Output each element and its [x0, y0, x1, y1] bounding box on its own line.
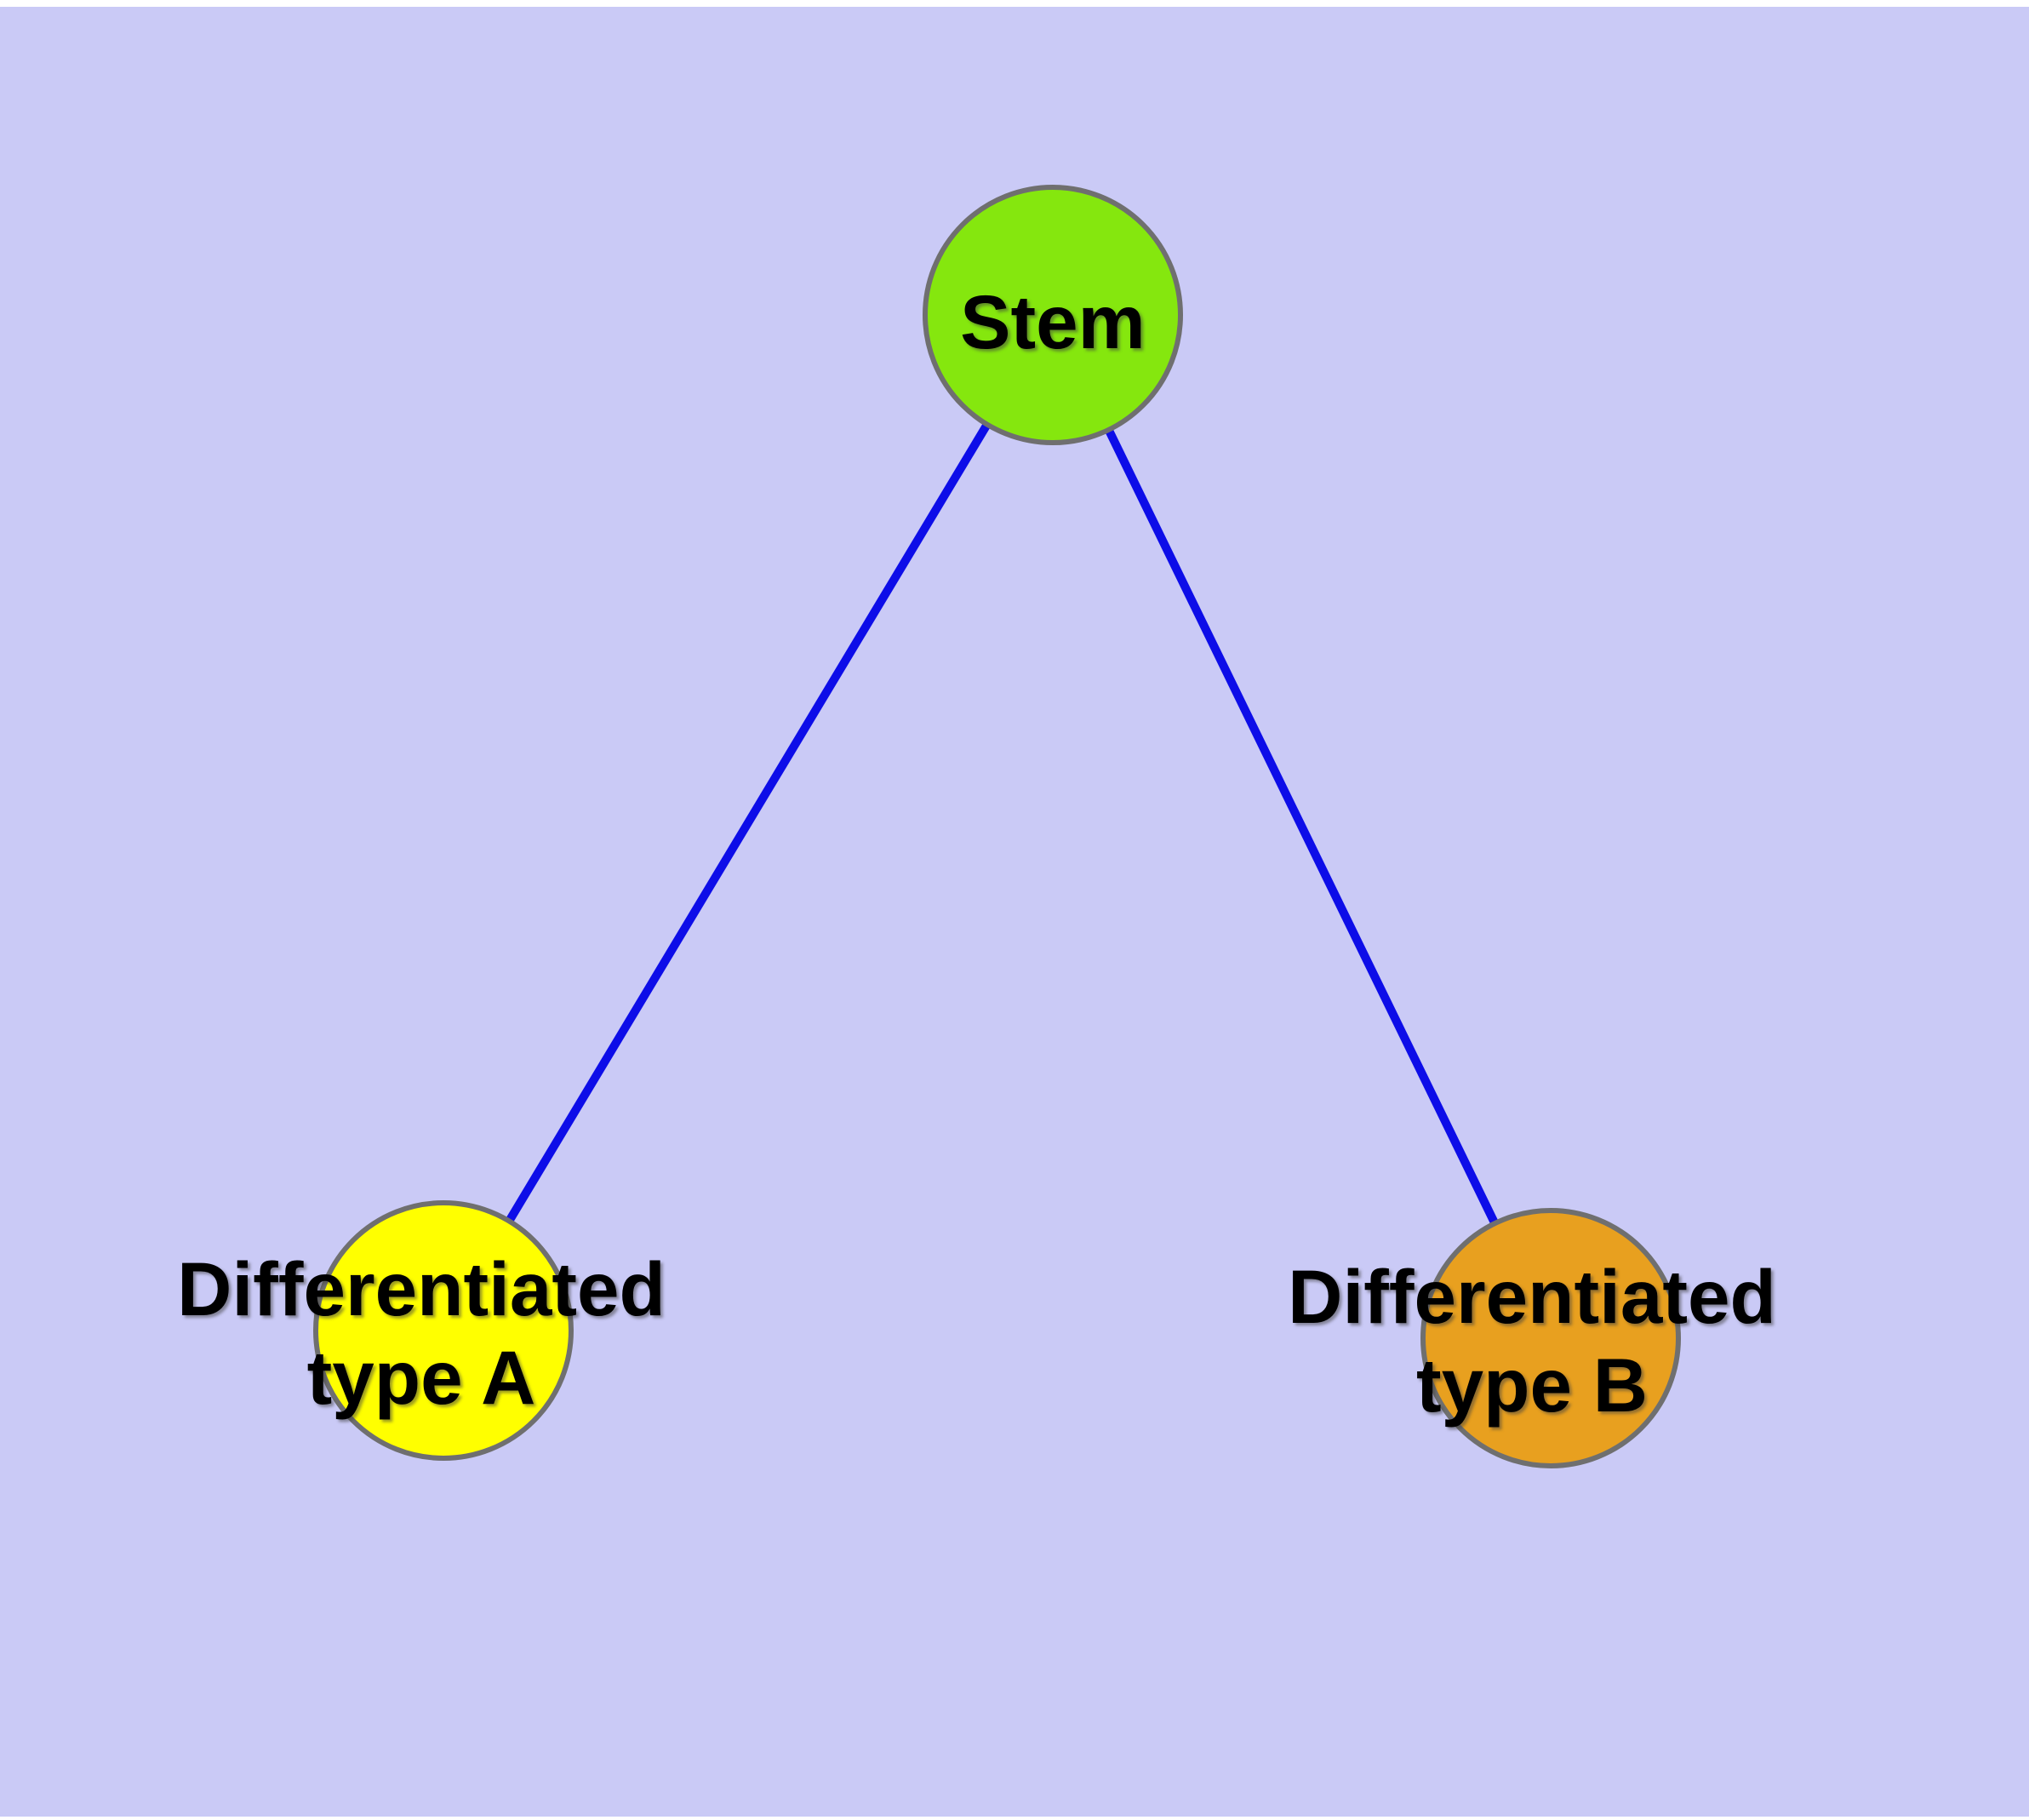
node-type-b-circle	[1420, 1208, 1681, 1468]
node-stem-circle	[923, 185, 1183, 445]
edge-stem-to-type-a	[439, 312, 1057, 1333]
edge-stem-to-type-b	[1049, 312, 1555, 1341]
node-type-a-circle	[313, 1200, 574, 1461]
